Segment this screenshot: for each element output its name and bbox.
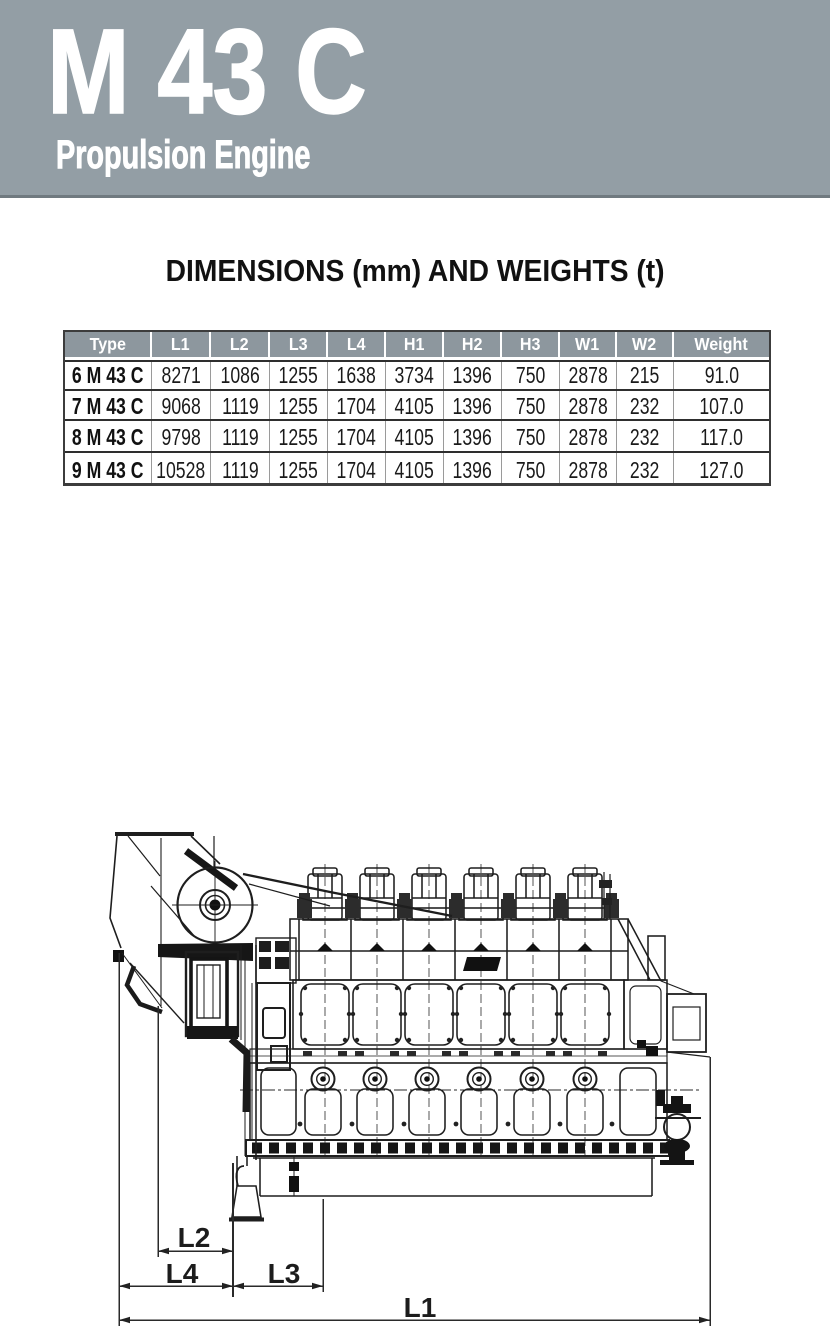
svg-text:L1: L1 xyxy=(404,1292,437,1323)
svg-text:L4: L4 xyxy=(166,1258,199,1289)
svg-text:L2: L2 xyxy=(178,1222,211,1253)
svg-text:L3: L3 xyxy=(268,1258,301,1289)
